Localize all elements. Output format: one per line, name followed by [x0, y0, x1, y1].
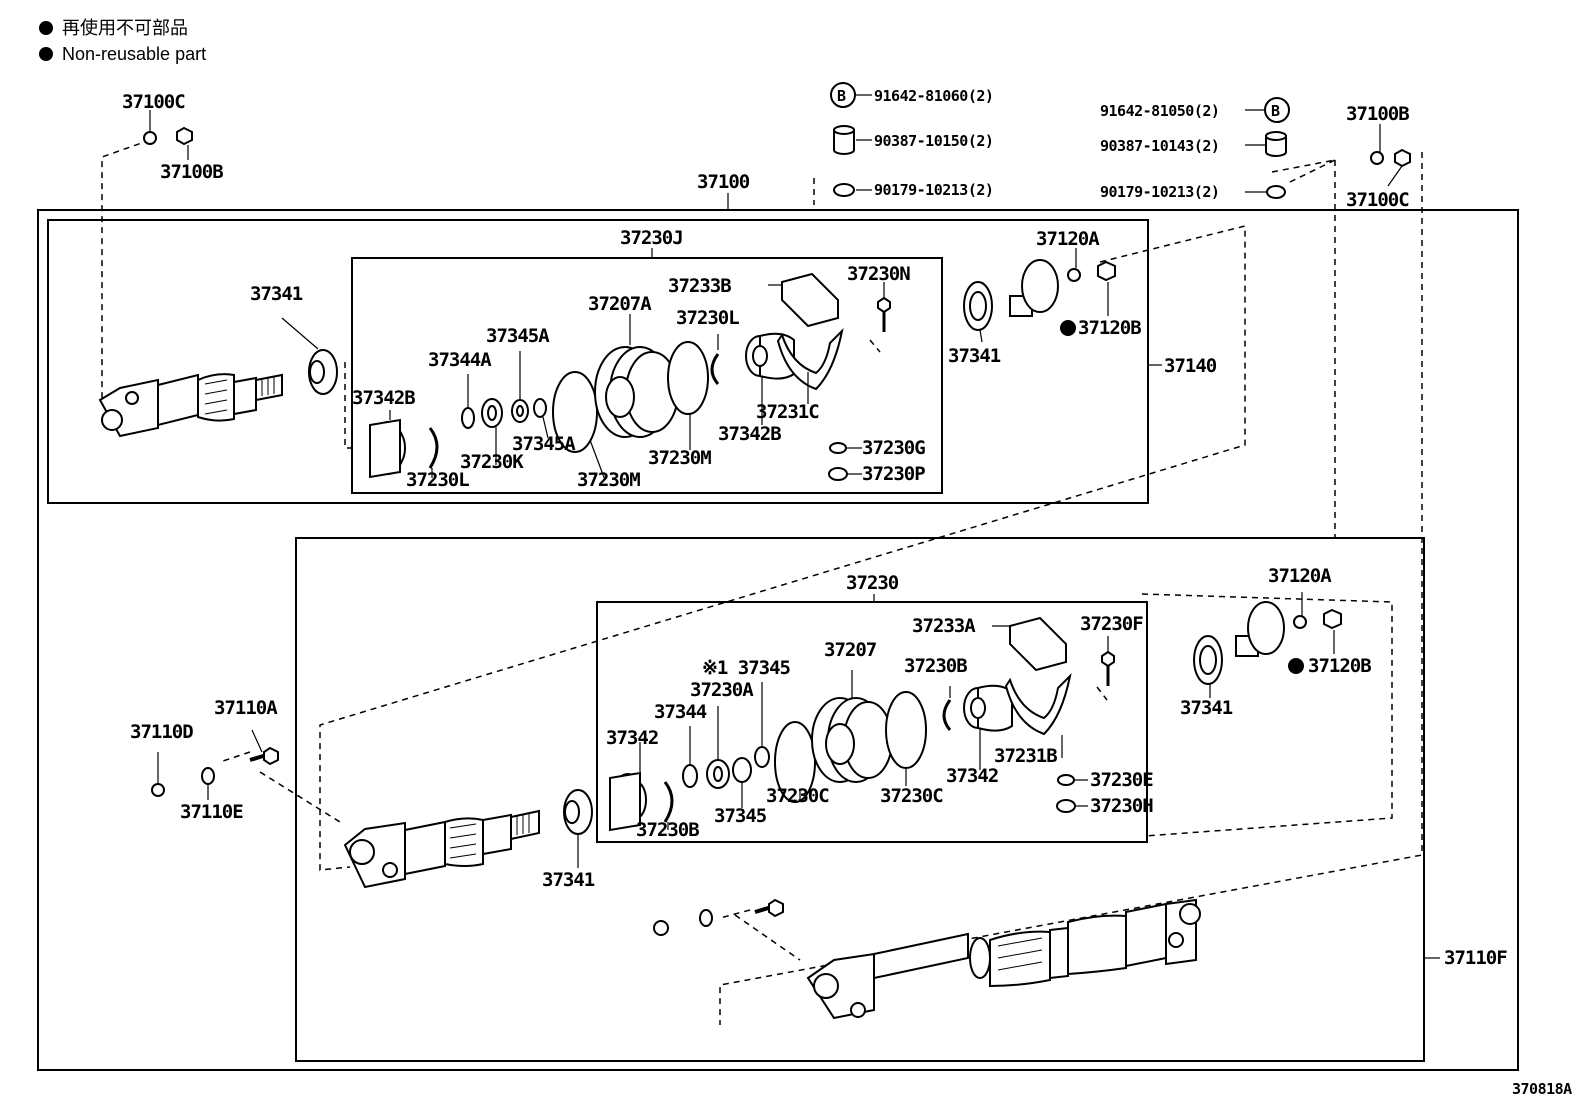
label-91642-81050: 91642-81050(2): [1100, 102, 1219, 120]
label-37230L-right: 37230L: [676, 307, 739, 329]
propeller-shaft-37110F-front: [343, 809, 540, 889]
label-37100C-top-right: 37100C: [1346, 189, 1409, 211]
nut-37100B-top-right: [1370, 124, 1411, 187]
label-37230P: 37230P: [862, 463, 925, 485]
label-37110E: 37110E: [180, 801, 243, 823]
center-bearing-parts-37230J: [369, 272, 891, 481]
center-bearing-parts-37230: [609, 616, 1115, 832]
label-37231B: 37231B: [994, 745, 1057, 767]
bolts-37110: [151, 729, 279, 800]
label-37230J: 37230J: [620, 227, 683, 249]
legend-english: Non-reusable part: [62, 44, 206, 64]
label-37110A: 37110A: [214, 697, 278, 719]
label-37233B: 37233B: [668, 275, 731, 297]
propeller-shaft-37110F-rear: [653, 898, 1201, 1020]
label-37342B-right: 37342B: [718, 423, 781, 445]
label-37230K: 37230K: [460, 451, 524, 473]
label-37140: 37140: [1164, 355, 1217, 377]
label-37230E: 37230E: [1090, 769, 1153, 791]
label-37230M-left: 37230M: [577, 469, 640, 491]
label-37230H: 37230H: [1090, 795, 1153, 817]
label-37230N: 37230N: [847, 263, 910, 285]
dust-deflector-37341-upper-left: [281, 317, 338, 395]
label-37230C-left: 37230C: [766, 785, 829, 807]
label-37231C: 37231C: [756, 401, 819, 423]
label-37110F: 37110F: [1444, 947, 1507, 969]
label-37230B-right: 37230B: [904, 655, 967, 677]
assembly-frame-37110F: [295, 537, 1425, 1062]
assembly-frame-37230: [596, 601, 1148, 843]
dust-deflector-37341-lower: [563, 789, 593, 868]
label-37100B-top-right: 37100B: [1346, 103, 1409, 125]
label-37120A-upper: 37120A: [1036, 228, 1100, 250]
label-37207: 37207: [824, 639, 877, 661]
circle-b-label-right: B: [1271, 102, 1280, 120]
label-37120A-lower: 37120A: [1268, 565, 1332, 587]
label-37345-top: ※1 37345: [702, 657, 791, 679]
label-37233A: 37233A: [912, 615, 976, 637]
non-reusable-bullet-icon: [1060, 320, 1076, 336]
label-37342B-left: 37342B: [352, 387, 415, 409]
label-37100B-top-left: 37100B: [160, 161, 223, 183]
assembly-frame-37100: [37, 209, 1519, 1071]
bolt-kit-left: B: [830, 82, 872, 197]
flange-37341-lower-right: [1193, 592, 1342, 698]
label-91642-81060: 91642-81060(2): [874, 87, 993, 105]
flange-37341-upper-right: [963, 248, 1116, 343]
non-reusable-bullet-icon: [39, 47, 53, 61]
label-37100: 37100: [697, 171, 750, 193]
legend-japanese: 再使用不可部品: [62, 18, 188, 38]
bolt-kit-right: B: [1245, 97, 1290, 199]
label-37230M-right: 37230M: [648, 447, 711, 469]
label-37342-left: 37342: [606, 727, 658, 749]
label-37345-bottom: 37345: [714, 805, 767, 827]
label-37230L-left: 37230L: [406, 469, 469, 491]
label-37120B-lower: 37120B: [1308, 655, 1371, 677]
part-labels: 37100C 37100B 37100 91642-81060(2) 90387…: [122, 87, 1573, 1098]
label-37230F: 37230F: [1080, 613, 1143, 635]
label-37342-right: 37342: [946, 765, 998, 787]
label-37341-lower-right: 37341: [1180, 697, 1233, 719]
diagram-id: 370818A: [1512, 1080, 1572, 1098]
label-37100C-top-left: 37100C: [122, 91, 185, 113]
label-37230A: 37230A: [690, 679, 754, 701]
assembly-frame-37140: [47, 219, 1149, 504]
nut-37100C-top-left: [143, 110, 193, 160]
non-reusable-bullet-icon: [39, 21, 53, 35]
assembly-dashed-lines: [101, 139, 1423, 1025]
circle-b-label: B: [837, 87, 846, 105]
label-37230G: 37230G: [862, 437, 925, 459]
non-reusable-bullet-icon: [1288, 658, 1304, 674]
label-37345A-bottom: 37345A: [512, 433, 576, 455]
label-37344: 37344: [654, 701, 707, 723]
label-37110D: 37110D: [130, 721, 193, 743]
legend: 再使用不可部品 Non-reusable part: [39, 18, 206, 64]
label-37230: 37230: [846, 572, 899, 594]
label-90179-10213-right: 90179-10213(2): [1100, 183, 1219, 201]
propeller-shaft-37140: [98, 373, 283, 438]
label-37344A: 37344A: [428, 349, 492, 371]
label-90387-10150: 90387-10150(2): [874, 132, 993, 150]
label-37230C-right: 37230C: [880, 785, 943, 807]
label-37345A-top: 37345A: [486, 325, 550, 347]
label-37230B-left: 37230B: [636, 819, 699, 841]
label-37341-lower: 37341: [542, 869, 595, 891]
label-37120B-upper: 37120B: [1078, 317, 1141, 339]
label-90387-10143: 90387-10143(2): [1100, 137, 1219, 155]
label-90179-10213-left: 90179-10213(2): [874, 181, 993, 199]
label-37207A: 37207A: [588, 293, 652, 315]
label-37341-upper-right: 37341: [948, 345, 1001, 367]
label-37341-upper-left: 37341: [250, 283, 303, 305]
assembly-frame-37230J: [351, 257, 943, 494]
